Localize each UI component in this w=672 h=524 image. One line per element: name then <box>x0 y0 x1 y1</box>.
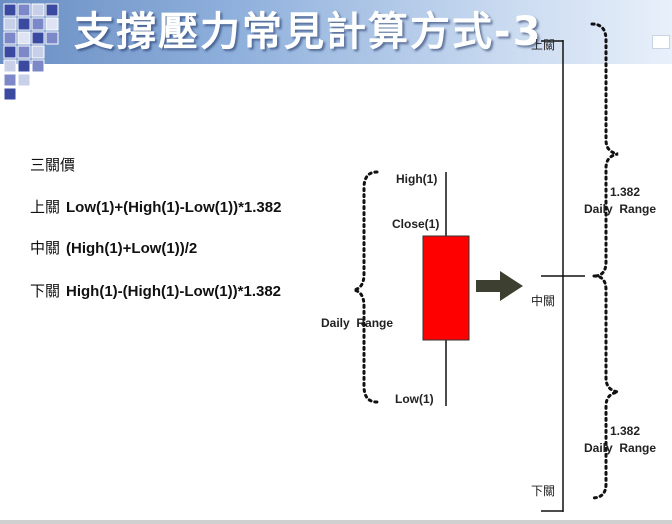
scale-lower-label: 下關 <box>531 484 556 498</box>
formula-upper-label: 上關 <box>30 198 61 216</box>
low-label: Low(1) <box>395 392 434 406</box>
lower-range-label: Daily Range <box>584 441 657 455</box>
lower-multiplier-label: 1.382 <box>610 424 641 438</box>
upper-multiplier-label: 1.382 <box>610 185 641 199</box>
candle-range-label: Daily Range <box>321 316 394 330</box>
window-control-icon[interactable] <box>652 35 670 49</box>
high-label: High(1) <box>396 172 438 186</box>
scale-middle-label: 中關 <box>531 294 556 308</box>
close-label: Close(1) <box>392 217 440 231</box>
bottom-divider <box>0 520 672 524</box>
formula-lower-label: 下關 <box>30 282 61 300</box>
scale-upper-label: 上關 <box>531 38 556 52</box>
candle-range-brace <box>353 170 379 404</box>
upper-range-label: Daily Range <box>584 202 657 216</box>
formula-middle: 中關 (High(1)+Low(1))/2 <box>30 237 197 258</box>
upper-range-brace <box>590 22 619 278</box>
title-bar <box>0 0 672 64</box>
formula-middle-label: 中關 <box>30 239 61 257</box>
formula-lower-expr: High(1)-(High(1)-Low(1))*1.382 <box>66 283 282 300</box>
formula-upper-expr: Low(1)+(High(1)-Low(1))*1.382 <box>66 199 282 216</box>
page-title: 支撐壓力常見計算方式-3 <box>74 9 543 55</box>
lower-range-brace <box>590 274 619 500</box>
right-arrow-icon <box>476 271 523 301</box>
formula-heading: 三關價 <box>30 156 76 174</box>
formula-lower: 下關 High(1)-(High(1)-Low(1))*1.382 <box>30 280 281 301</box>
formula-middle-expr: (High(1)+Low(1))/2 <box>66 240 198 257</box>
cube-logo-icon <box>3 3 59 101</box>
candle-body <box>422 235 470 341</box>
formula-upper: 上關 Low(1)+(High(1)-Low(1))*1.382 <box>30 196 281 217</box>
